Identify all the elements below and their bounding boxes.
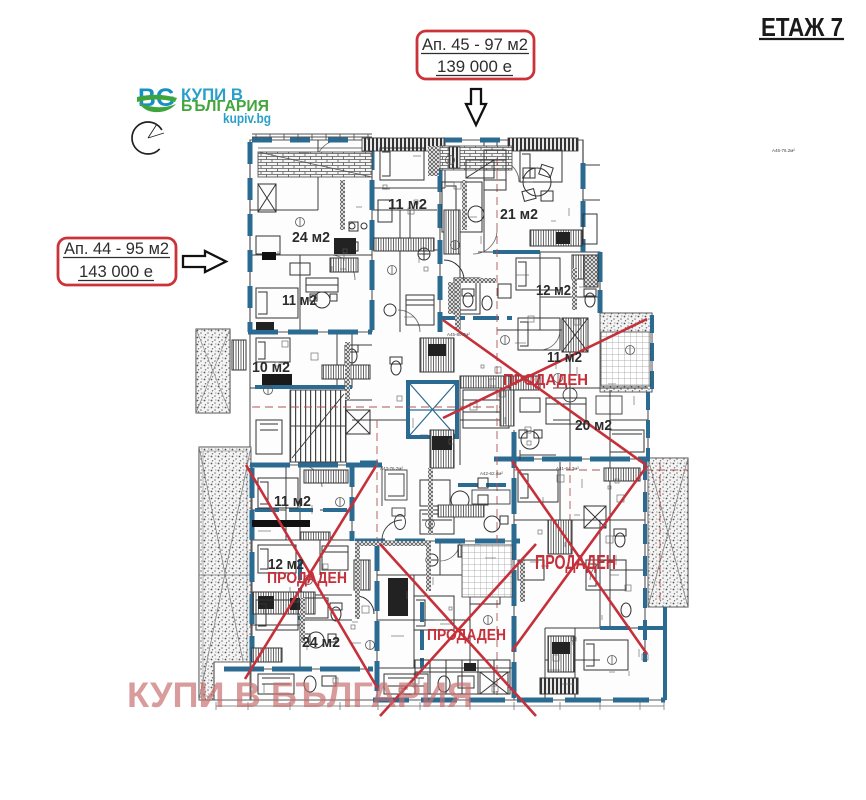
- svg-text:КУПИ В БЪЛГАРИЯ: КУПИ В БЪЛГАРИЯ: [127, 676, 473, 715]
- svg-text:ПРОДАДЕН: ПРОДАДЕН: [267, 570, 347, 587]
- svg-text:10 м2: 10 м2: [252, 359, 290, 376]
- svg-text:11 м2: 11 м2: [282, 292, 317, 309]
- svg-text:21 м2: 21 м2: [500, 206, 538, 223]
- svg-text:11 м2: 11 м2: [388, 196, 427, 213]
- svg-text:Ап. 44 - 95 м2: Ап. 44 - 95 м2: [64, 239, 169, 258]
- svg-text:20 м2: 20 м2: [575, 417, 612, 434]
- svg-text:kupiv.bg: kupiv.bg: [223, 110, 271, 126]
- svg-text:ПРОДАДЕН: ПРОДАДЕН: [503, 372, 588, 389]
- svg-text:A42-62.4м²: A42-62.4м²: [480, 471, 503, 476]
- svg-text:ПРОДАДЕН: ПРОДАДЕН: [535, 552, 616, 574]
- svg-text:24 м2: 24 м2: [302, 634, 340, 651]
- svg-text:139 000 е: 139 000 е: [437, 57, 512, 76]
- svg-text:A41-64.3м²: A41-64.3м²: [556, 466, 579, 471]
- svg-text:ПРОДАДЕН: ПРОДАДЕН: [427, 627, 506, 644]
- svg-text:Ап. 45 - 97 м2: Ап. 45 - 97 м2: [422, 35, 528, 54]
- svg-text:A45-80.7м²: A45-80.7м²: [447, 332, 470, 337]
- svg-text:КУПИ В: КУПИ В: [181, 86, 243, 104]
- svg-text:12 м2: 12 м2: [268, 556, 304, 573]
- svg-text:БЪЛГАРИЯ: БЪЛГАРИЯ: [181, 98, 269, 115]
- svg-text:A43-76.2м²: A43-76.2м²: [380, 466, 403, 471]
- svg-text:ЕТАЖ 7: ЕТАЖ 7: [761, 12, 843, 42]
- svg-text:143 000 е: 143 000 е: [79, 262, 153, 281]
- svg-text:12 м2: 12 м2: [536, 282, 571, 299]
- svg-text:A45-76.2м²: A45-76.2м²: [772, 148, 795, 153]
- svg-text:11 м2: 11 м2: [547, 349, 582, 366]
- svg-text:11 м2: 11 м2: [274, 493, 311, 510]
- svg-text:24 м2: 24 м2: [292, 229, 330, 246]
